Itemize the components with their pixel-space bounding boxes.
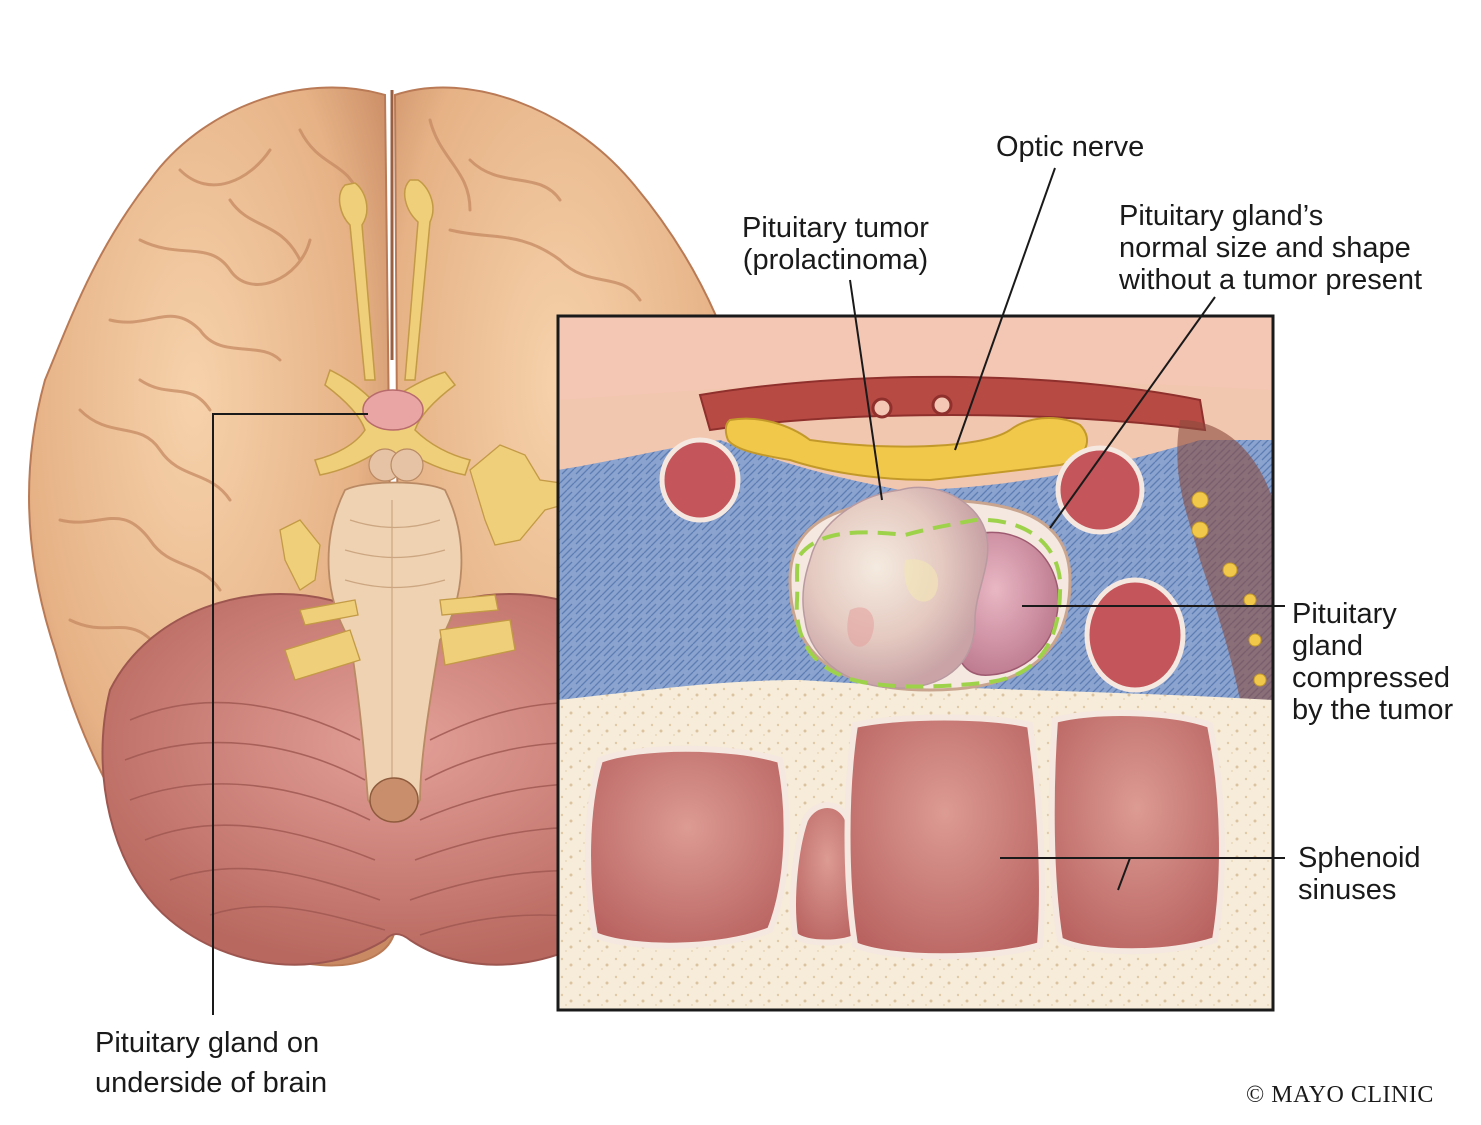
label-normal-gland-line2: normal size and shape	[1119, 232, 1411, 264]
label-pituitary-tumor-line2: (prolactinoma)	[742, 244, 929, 276]
pituitary-gland-on-brain	[362, 389, 424, 431]
cross-section-inset	[556, 314, 1275, 1012]
sinus-right	[1048, 710, 1225, 955]
label-pituitary-tumor-line1: Pituitary tumor	[742, 212, 929, 244]
label-pituitary-underside: Pituitary gland on underside of brain	[95, 1023, 327, 1103]
leader-tumor	[849, 279, 883, 501]
right-artery-upper	[1055, 445, 1145, 535]
label-sphenoid-sinuses: Sphenoid sinuses	[1298, 842, 1421, 906]
right-artery-lower	[1084, 577, 1186, 693]
leader-optic-nerve	[954, 167, 1056, 451]
sinus-left	[585, 745, 790, 949]
copyright-notice: © MAYO CLINIC	[1246, 1082, 1434, 1108]
label-compressed-gland-line3: compressed	[1292, 662, 1450, 694]
cranial-nerves	[279, 444, 581, 681]
label-compressed-gland: Pituitary gland compressed by the tumor	[1292, 598, 1453, 726]
label-normal-gland-line3: without a tumor present	[1119, 264, 1423, 296]
left-artery	[659, 437, 741, 523]
brain-underside	[28, 86, 762, 967]
sinus-center	[844, 714, 1045, 960]
label-sphenoid-line2: sinuses	[1298, 874, 1397, 906]
label-normal-gland: Pituitary gland’s normal size and shape …	[1119, 200, 1422, 296]
normal-gland-outline	[794, 517, 1063, 689]
label-normal-gland-line1: Pituitary gland’s	[1119, 200, 1324, 232]
label-compressed-gland-line4: by the tumor	[1292, 694, 1454, 726]
label-optic-nerve: Optic nerve	[996, 131, 1144, 163]
label-sphenoid-line1: Sphenoid	[1298, 842, 1421, 874]
olfactory-tracts	[338, 179, 434, 381]
label-pituitary-underside-line2: underside of brain	[95, 1067, 328, 1099]
leader-normal-gland	[1049, 296, 1216, 529]
label-pituitary-tumor: Pituitary tumor (prolactinoma)	[742, 212, 929, 276]
label-pituitary-underside-line1: Pituitary gland on	[95, 1027, 320, 1059]
optic-nerve-shape	[724, 417, 1089, 482]
label-optic-nerve-text: Optic nerve	[996, 131, 1145, 163]
leader-sphenoid-branch	[1117, 857, 1131, 891]
label-compressed-gland-line2: gland	[1292, 630, 1363, 662]
label-compressed-gland-line1: Pituitary	[1292, 598, 1397, 630]
leader-pituitary-underside	[212, 413, 368, 1015]
leader-lines	[212, 167, 1285, 1015]
